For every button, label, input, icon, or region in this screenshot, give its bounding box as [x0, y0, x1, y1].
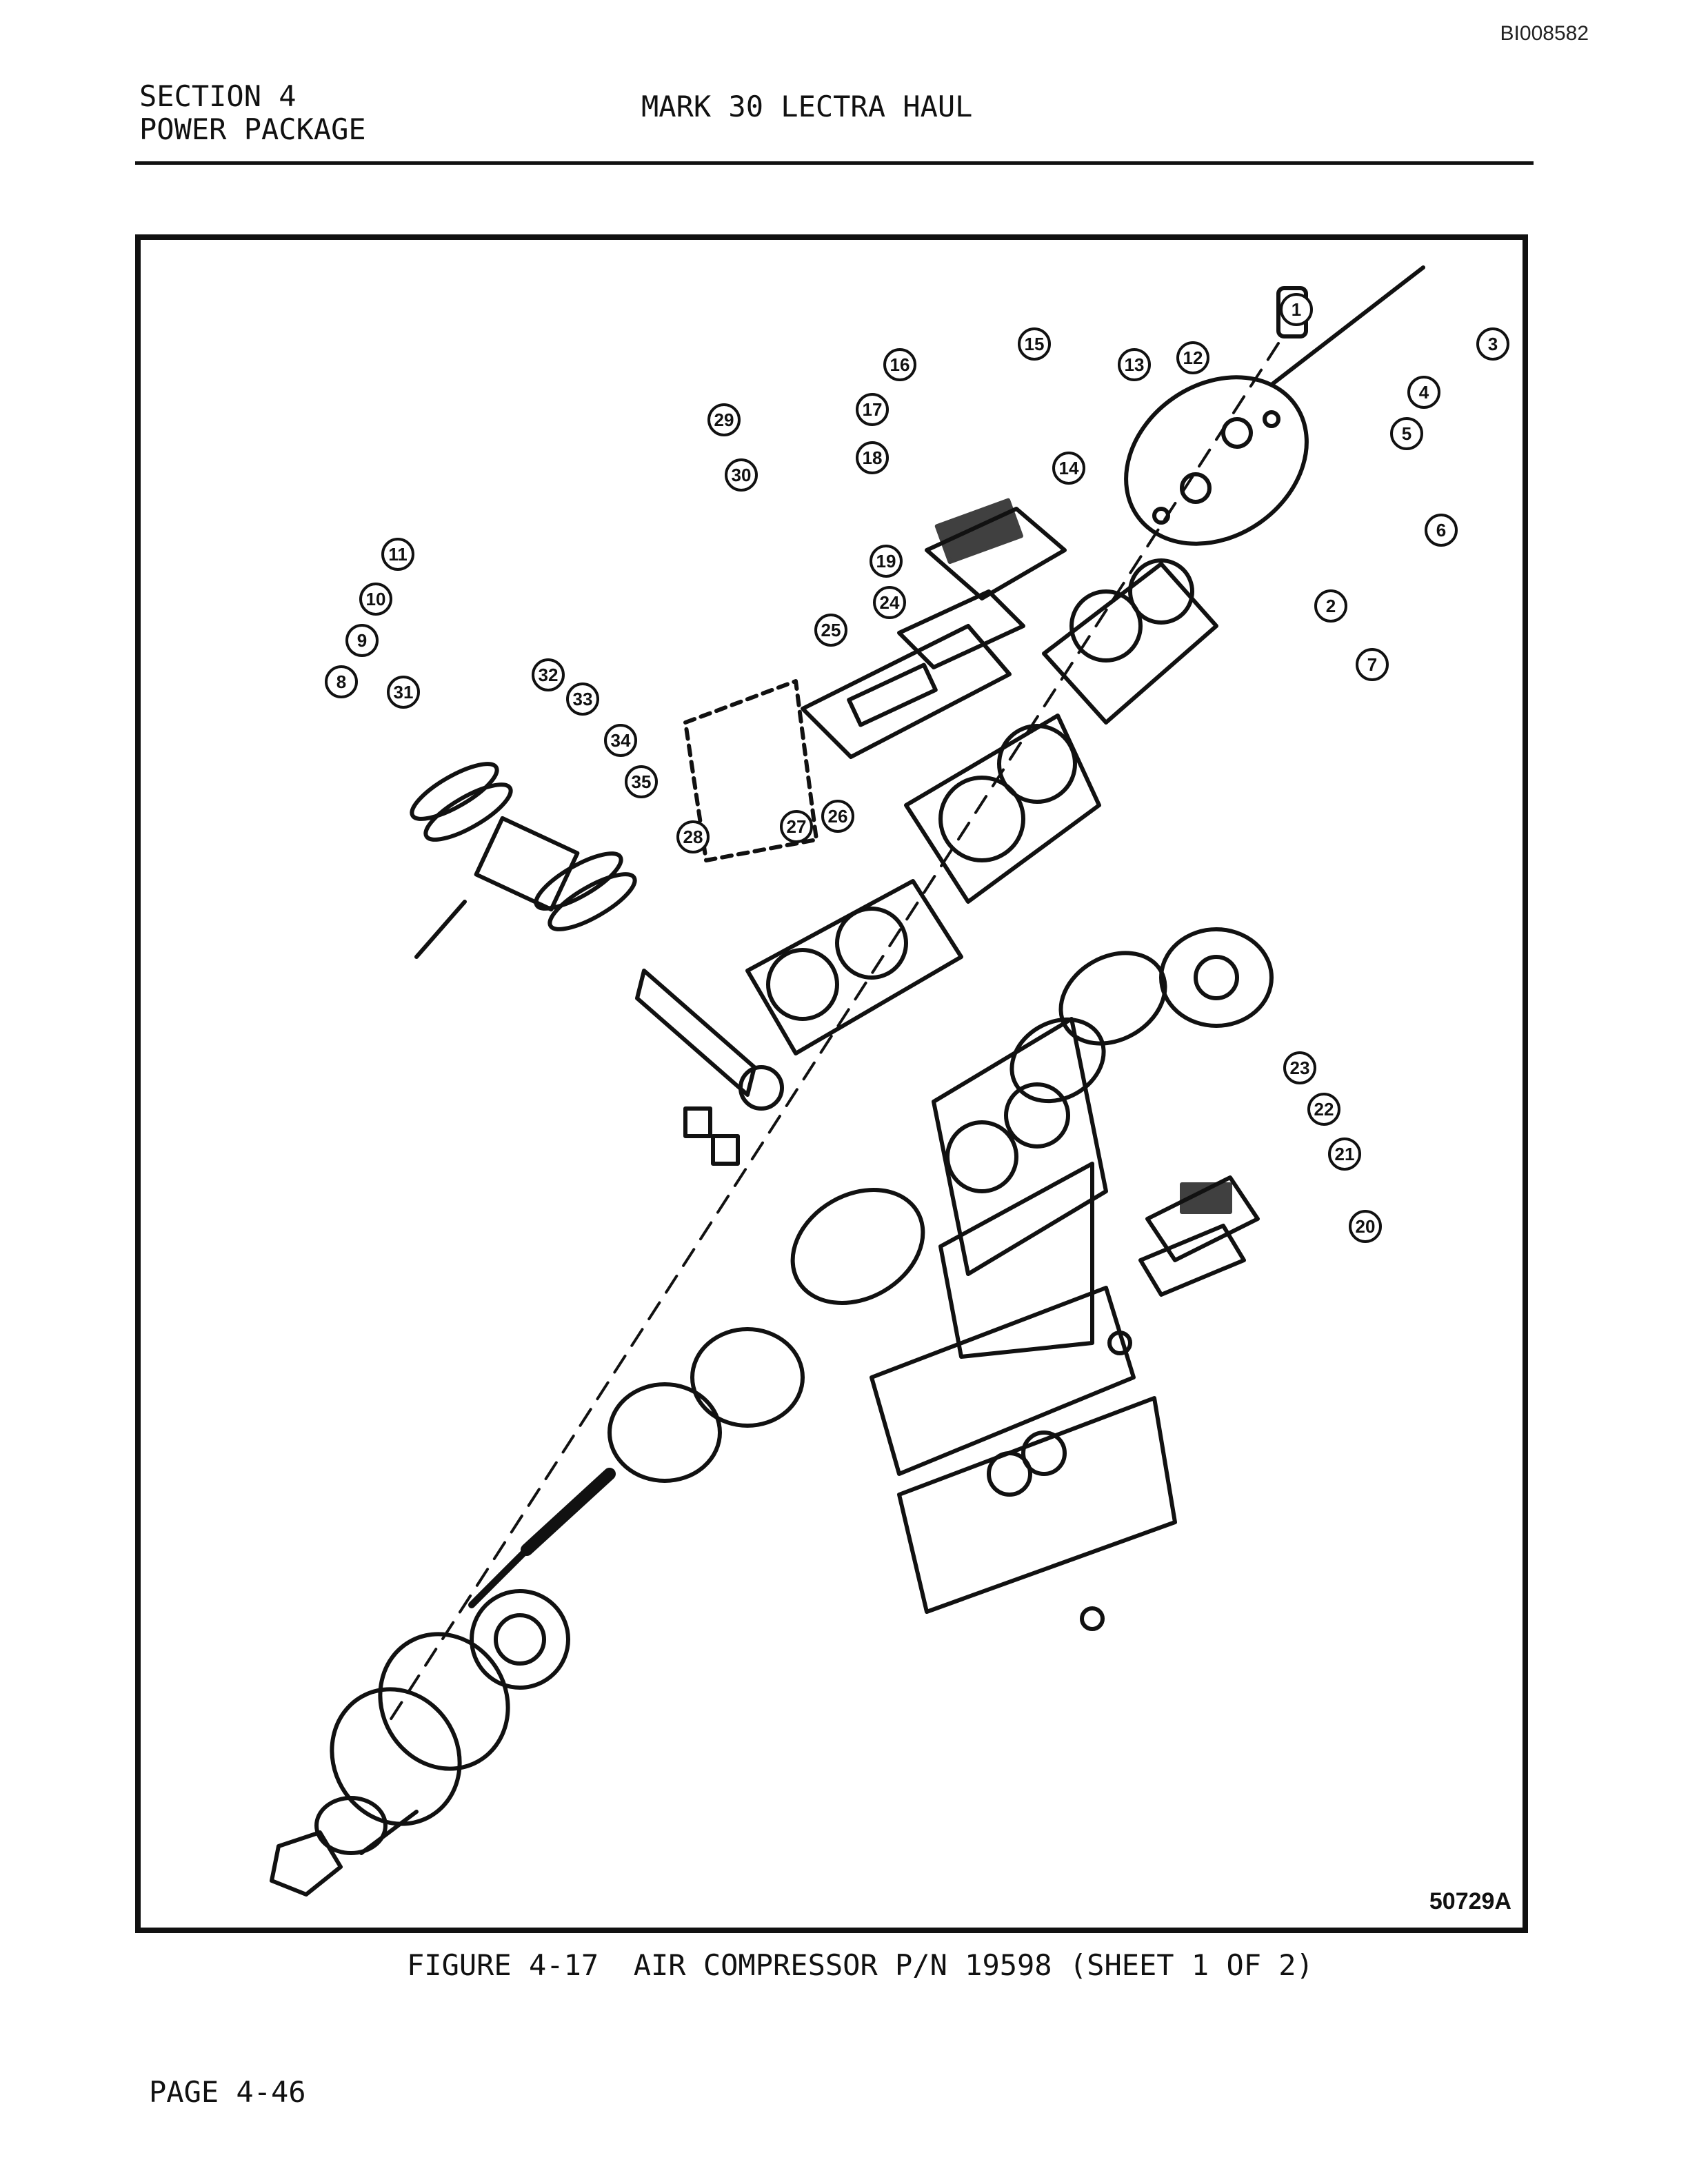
callout-8: 8 — [325, 665, 358, 698]
callout-17: 17 — [856, 393, 889, 426]
section-number: SECTION 4 — [139, 79, 297, 113]
callout-2: 2 — [1314, 589, 1347, 623]
callout-15: 15 — [1018, 327, 1051, 361]
cylinder-head-drawing — [1124, 265, 1425, 546]
callout-7: 7 — [1356, 648, 1389, 681]
figure-caption: FIGURE 4-17 AIR COMPRESSOR P/N 19598 (SH… — [407, 1948, 1314, 1982]
head-gasket-drawing — [1042, 558, 1218, 725]
piston-drawing — [410, 762, 637, 959]
callout-35: 35 — [625, 765, 658, 798]
callout-21: 21 — [1328, 1138, 1361, 1171]
cylinder-block-drawing — [904, 714, 1101, 904]
manifold-drawing — [683, 624, 1012, 862]
connecting-rod-drawing — [635, 969, 784, 1166]
callout-6: 6 — [1425, 514, 1458, 547]
callout-11: 11 — [381, 538, 414, 571]
compressor-exploded-drawing — [270, 265, 1425, 1897]
callout-34: 34 — [604, 724, 637, 757]
callout-29: 29 — [707, 403, 741, 436]
page-number: PAGE 4-46 — [149, 2075, 306, 2109]
callout-16: 16 — [883, 348, 916, 381]
callout-33: 33 — [566, 682, 599, 716]
callout-28: 28 — [676, 820, 710, 853]
callout-23: 23 — [1283, 1051, 1316, 1084]
cylinder-gasket-drawing — [745, 879, 963, 1055]
drawing-number: 50729A — [1429, 1888, 1511, 1914]
callout-31: 31 — [387, 676, 420, 709]
callout-30: 30 — [725, 458, 758, 492]
callout-1: 1 — [1280, 293, 1313, 326]
callout-32: 32 — [532, 658, 565, 691]
callout-25: 25 — [814, 614, 847, 647]
callout-22: 22 — [1307, 1093, 1340, 1126]
document-id: BI008582 — [1500, 22, 1589, 45]
callout-26: 26 — [821, 800, 854, 833]
callout-14: 14 — [1052, 452, 1085, 485]
callout-4: 4 — [1407, 376, 1440, 409]
callout-13: 13 — [1118, 348, 1151, 381]
callout-5: 5 — [1390, 417, 1423, 450]
section-heading: SECTION 4 POWER PACKAGE — [139, 80, 366, 146]
callout-3: 3 — [1476, 327, 1509, 361]
unloader-drawing — [1138, 1175, 1260, 1297]
callout-10: 10 — [359, 583, 392, 616]
callout-18: 18 — [856, 441, 889, 474]
side-cover-drawing — [1009, 927, 1274, 1104]
callout-24: 24 — [873, 586, 906, 619]
oil-pan-drawing — [870, 1286, 1177, 1631]
callout-27: 27 — [780, 810, 813, 843]
header-rule — [135, 161, 1534, 165]
valve-plate-drawing — [897, 498, 1067, 669]
crankshaft-drawing — [468, 1327, 805, 1608]
callout-9: 9 — [345, 624, 379, 657]
manual-title: MARK 30 LECTRA HAUL — [641, 90, 973, 123]
callout-20: 20 — [1349, 1210, 1382, 1243]
crankcase-drawing — [790, 1017, 1108, 1359]
callout-19: 19 — [870, 545, 903, 578]
section-name: POWER PACKAGE — [139, 112, 366, 146]
front-end-drawing — [270, 1589, 570, 1897]
callout-12: 12 — [1176, 341, 1209, 374]
